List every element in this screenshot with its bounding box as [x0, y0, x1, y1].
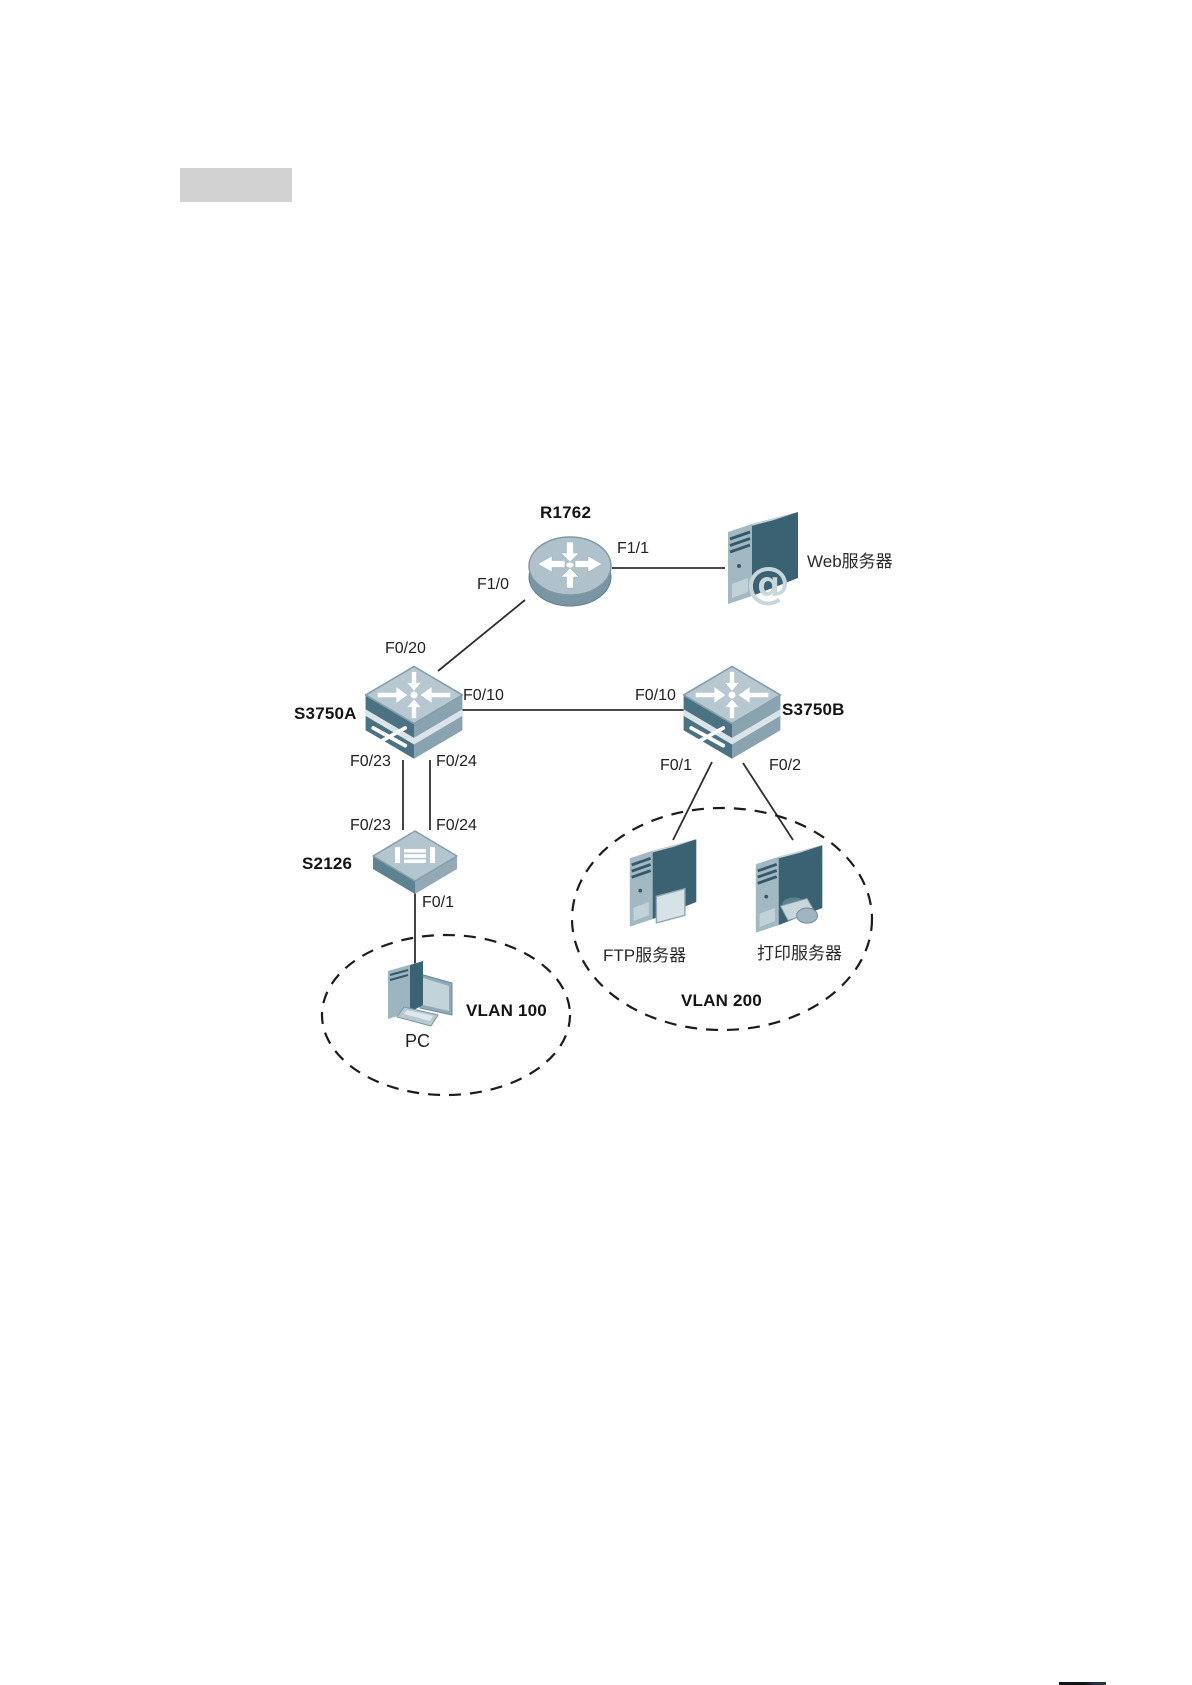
switch-a-icon: [363, 664, 465, 761]
switch-a-label: S3750A: [294, 704, 357, 723]
switch-c-icon: [372, 830, 458, 894]
printer-icon: [779, 897, 819, 924]
router-arrows-icon: [537, 541, 603, 589]
link-switch-b-ftp: [672, 761, 713, 841]
vlan100-label: VLAN 100: [466, 1001, 547, 1020]
print-server-label: 打印服务器: [757, 944, 842, 963]
router-icon: [528, 536, 612, 607]
web-server-label: Web服务器: [807, 552, 893, 571]
vlan200-boundary-ellipse: [570, 806, 874, 1032]
port-label-f0-23-bottom: F0/23: [350, 817, 391, 834]
disk-card-icon: [655, 887, 686, 924]
switch-c-port-bars-icon: [395, 847, 435, 863]
port-label-f1-0: F1/0: [477, 576, 510, 593]
router-label: R1762: [540, 503, 592, 522]
pc-label: PC: [405, 1031, 431, 1051]
switch-b-label: S3750B: [782, 700, 845, 719]
switch-c-label: S2126: [302, 854, 353, 873]
port-label-f0-20: F0/20: [385, 640, 426, 657]
port-label-f0-24-top: F0/24: [436, 753, 477, 770]
port-label-f0-23-top: F0/23: [350, 753, 391, 770]
redacted-heading-block: [180, 168, 292, 202]
web-server-icon: @: [726, 510, 800, 609]
port-label-f0-1-s2126: F0/1: [422, 894, 455, 911]
ftp-server-icon: [628, 837, 698, 929]
ftp-server-label: FTP服务器: [603, 946, 687, 965]
switch-b-icon: [681, 664, 783, 761]
port-label-f0-10-a: F0/10: [463, 687, 504, 704]
port-label-f0-24-bottom: F0/24: [436, 817, 477, 834]
vlan100-boundary-ellipse: [320, 933, 572, 1097]
pc-icon: [388, 961, 453, 1027]
port-label-f1-1: F1/1: [617, 540, 650, 557]
link-switch-b-print: [742, 762, 794, 841]
link-lines: [402, 567, 794, 968]
link-router-switch-a: [437, 599, 526, 672]
port-label-f0-2: F0/2: [769, 757, 802, 774]
vlan200-label: VLAN 200: [681, 991, 762, 1010]
at-icon: @: [746, 558, 790, 609]
port-label-f0-1-s3750b: F0/1: [660, 757, 693, 774]
port-label-f0-10-b: F0/10: [635, 687, 676, 704]
print-server-icon: [754, 843, 824, 935]
page-corner-artifact: [1059, 1682, 1106, 1685]
